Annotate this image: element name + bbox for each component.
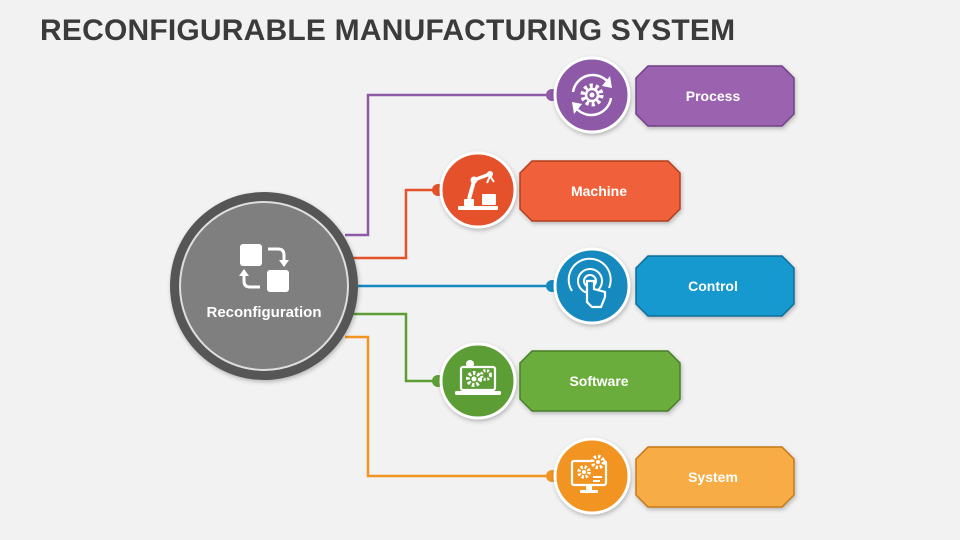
branch-control: Control xyxy=(546,247,795,325)
hub-label: Reconfiguration xyxy=(207,304,322,321)
robot-arm-icon xyxy=(458,171,498,210)
branch-label: Software xyxy=(569,373,628,389)
branch-circle xyxy=(439,342,517,420)
branch-label: Control xyxy=(688,278,738,294)
laptop-gears-icon xyxy=(455,360,501,395)
reconfigure-squares-icon xyxy=(239,244,289,292)
connector-machine xyxy=(352,188,438,260)
connector-process xyxy=(345,93,552,237)
branch-system: System xyxy=(546,437,795,515)
branch-machine: Machine xyxy=(432,151,681,229)
connector-system xyxy=(345,335,552,478)
branch-process: Process xyxy=(546,56,795,134)
branch-circle xyxy=(439,151,517,229)
gear-cycle-icon xyxy=(571,73,613,117)
touch-control-icon xyxy=(567,257,612,309)
branch-software: Software xyxy=(432,342,681,420)
branch-circle xyxy=(553,437,631,515)
connector-software xyxy=(352,312,438,383)
branch-label-box xyxy=(635,255,795,317)
monitor-gears-icon xyxy=(570,454,608,493)
branch-label-box xyxy=(519,160,681,222)
connectors xyxy=(345,93,552,478)
hub-inner-circle xyxy=(179,201,349,371)
page-title: RECONFIGURABLE MANUFACTURING SYSTEM xyxy=(40,14,736,47)
branch-label-box xyxy=(635,446,795,508)
branch-label: System xyxy=(688,469,738,485)
branch-label: Machine xyxy=(571,183,627,199)
branch-label: Process xyxy=(686,88,741,104)
branch-label-box xyxy=(635,65,795,127)
hub: Reconfiguration xyxy=(170,192,358,380)
branch-label-box xyxy=(519,350,681,412)
